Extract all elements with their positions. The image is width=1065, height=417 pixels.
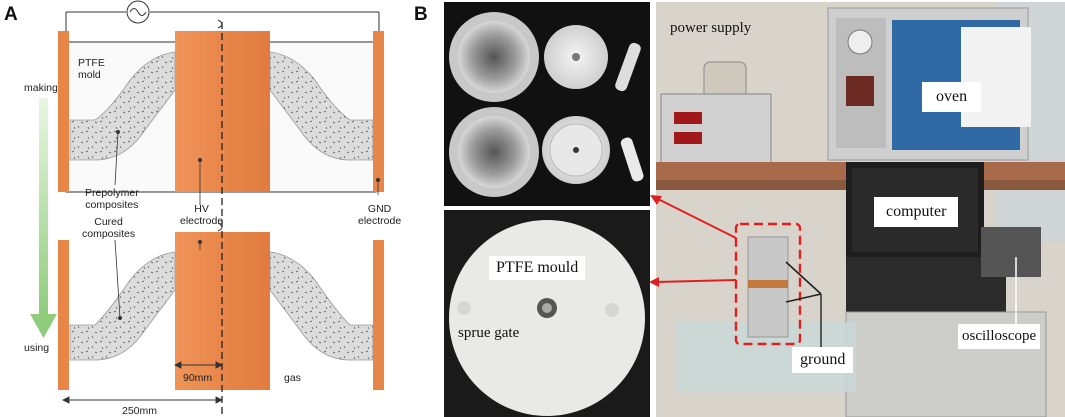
panel-b-letter: B <box>414 4 428 25</box>
photo-mould-parts <box>444 2 650 206</box>
cured-band-bottom <box>69 251 374 361</box>
ac-source-icon <box>126 0 150 24</box>
label-oscilloscope: oscilloscope <box>958 324 1041 349</box>
label-gnd-electrode: GND electrode <box>358 203 402 227</box>
label-hv-electrode: HV electrode <box>180 203 224 227</box>
gnd-electrode-right-top <box>373 31 384 192</box>
ptfe-lid-illustration <box>449 220 645 416</box>
gnd-electrode-left-bottom <box>58 240 69 390</box>
red-link-arrows <box>649 195 737 287</box>
photo-lab-setup: power supply oven computer ground oscill… <box>656 2 1065 417</box>
label-ptfe-mould: PTFE mould <box>489 256 586 280</box>
panel-a-letter: A <box>4 4 18 25</box>
circuit-wire <box>65 11 380 33</box>
label-computer: computer <box>874 197 959 227</box>
label-cured: Cured composites <box>82 216 136 240</box>
dimension-250mm <box>61 396 224 404</box>
prepolymer-band-top <box>69 51 374 161</box>
label-power-supply: power supply <box>670 20 752 36</box>
label-ground: ground <box>792 347 854 373</box>
panel-a-schematic <box>30 0 384 417</box>
label-ptfe-mold: PTFE mold <box>78 57 105 81</box>
label-90mm: 90mm <box>183 372 213 384</box>
label-gas: gas <box>284 372 301 384</box>
photo-ptfe-mould: PTFE mould sprue gate <box>444 210 650 417</box>
mould-parts-illustration <box>449 12 644 197</box>
process-arrow <box>30 98 57 338</box>
label-making: making <box>24 82 58 94</box>
label-oven: oven <box>922 82 982 112</box>
label-sprue-gate: sprue gate <box>458 325 520 341</box>
ground-symbol-icon <box>217 19 223 232</box>
gnd-electrode-right-bottom <box>373 240 384 390</box>
gnd-electrode-left-top <box>58 31 69 192</box>
label-250mm: 250mm <box>122 405 158 417</box>
leader-lines <box>114 129 380 320</box>
label-using: using <box>24 342 50 354</box>
label-prepolymer: Prepolymer composites <box>85 187 139 211</box>
dimension-90mm <box>173 361 224 369</box>
